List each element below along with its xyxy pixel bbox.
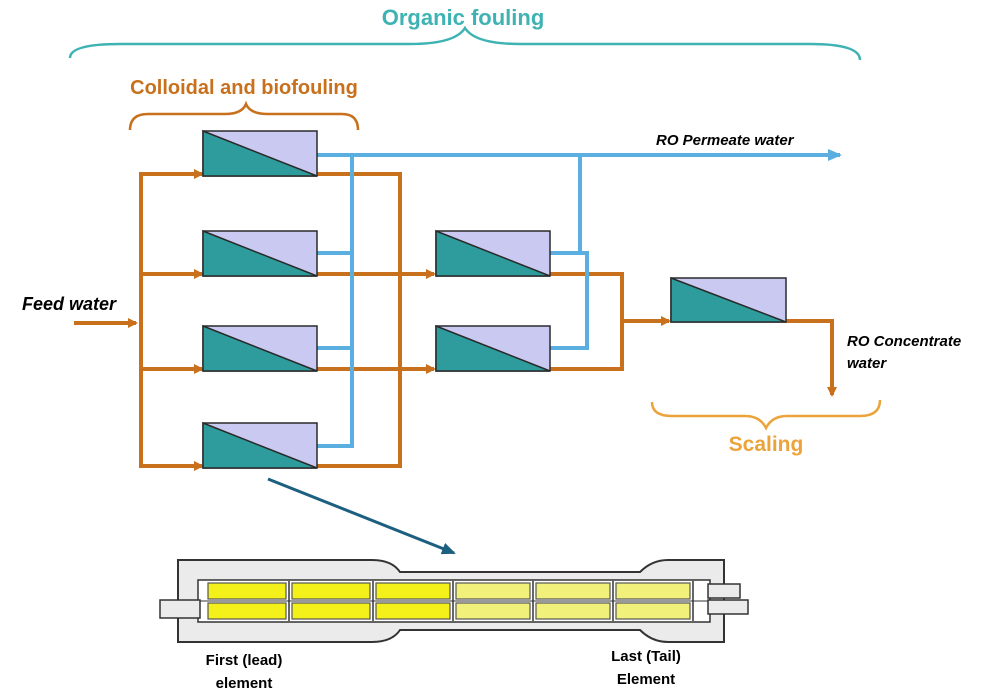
concentrate-water-label-line1: RO Concentrate — [847, 333, 961, 350]
pressure-vessel — [159, 559, 749, 643]
scaling-label: Scaling — [729, 433, 804, 456]
last-element-label-line1: Last (Tail) — [611, 648, 681, 665]
element-6-bottom — [615, 602, 691, 620]
colloidal-biofouling-brace — [128, 100, 360, 131]
membrane-module — [435, 324, 551, 372]
element-5-bottom — [535, 602, 611, 620]
membrane-elements — [207, 582, 691, 620]
element-2-top — [291, 582, 371, 600]
colloidal-biofouling-label: Colloidal and biofouling — [130, 77, 358, 99]
first-element-label-line2: element — [216, 675, 273, 692]
membrane-module — [202, 421, 318, 469]
membrane-module — [202, 129, 318, 177]
element-3-bottom — [375, 602, 451, 620]
organic-fouling-label: Organic fouling — [382, 5, 545, 30]
membrane-module — [202, 229, 318, 277]
organic-fouling-brace — [68, 25, 862, 61]
membrane-module — [202, 324, 318, 372]
last-element-label-line2: Element — [617, 671, 675, 688]
stage-1-modules — [202, 129, 318, 469]
membrane-module — [435, 229, 551, 277]
first-element-label-line1: First (lead) — [206, 652, 283, 669]
element-4-bottom — [455, 602, 531, 620]
zoom-pointer-arrow — [267, 477, 456, 555]
stage-3-modules — [670, 276, 787, 323]
element-1-bottom — [207, 602, 287, 620]
element-4-top — [455, 582, 531, 600]
element-5-top — [535, 582, 611, 600]
element-3-top — [375, 582, 451, 600]
element-6-top — [615, 582, 691, 600]
element-1-top — [207, 582, 287, 600]
membrane-module — [670, 276, 787, 323]
element-2-bottom — [291, 602, 371, 620]
permeate-water-label: RO Permeate water — [656, 132, 795, 149]
stage-2-modules — [435, 229, 551, 372]
feed-water-label: Feed water — [22, 294, 117, 314]
concentrate-water-label-line2: water — [847, 355, 887, 372]
element-connectors — [200, 581, 708, 621]
scaling-brace — [650, 399, 882, 431]
permeate-flow-lines — [317, 149, 842, 448]
